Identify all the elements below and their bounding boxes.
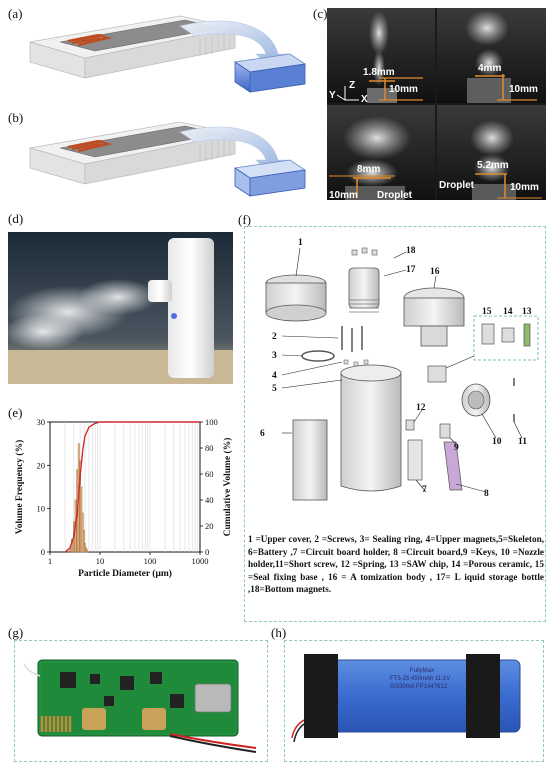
y2-tick-label: 20	[205, 521, 214, 531]
y-tick-label: 10	[37, 504, 46, 514]
c1-height-label: 10mm	[389, 84, 418, 95]
y-tick-label: 20	[37, 460, 46, 470]
y2-tick-label: 60	[205, 469, 214, 479]
y2-tick-label: 0	[205, 547, 209, 557]
x-tick-label: 1	[48, 556, 52, 566]
chart-plot-area	[49, 421, 201, 553]
part-number-18: 18	[406, 246, 416, 256]
x-tick-label: 100	[144, 556, 157, 566]
panel-h-battery: FullyMax FT3-25 450mAh 11.1V S/330mA FP1…	[291, 654, 521, 743]
part-number-2: 2	[272, 332, 277, 342]
c4-droplet-label: Droplet	[439, 180, 475, 191]
panel-f-exploded-view: 1 2 3 4 5 6 7 8 9 10 11 12 13 14 15 16 1…	[260, 238, 539, 501]
panel-g-circuit-board	[23, 659, 257, 753]
c4-height-label: 10mm	[510, 182, 539, 193]
panel-h-frame	[284, 640, 544, 762]
c3-droplet-label: Droplet	[377, 190, 413, 200]
panel-c-overlays: 1.8mm 10mm Z Y X 4mm 10mm 8mm 10mm Dropl…	[327, 8, 546, 201]
panel-label-b: (b)	[8, 110, 24, 125]
part-number-8: 8	[484, 489, 489, 499]
battery-line-1: FullyMax	[410, 668, 434, 674]
panel-g-frame	[14, 640, 268, 762]
c3-width-label: 8mm	[357, 164, 380, 175]
panel-b-illustration	[29, 121, 307, 197]
part-number-11: 11	[518, 437, 527, 447]
x-tick-label: 1000	[192, 556, 209, 566]
part-number-5: 5	[272, 384, 277, 394]
part-number-7: 7	[422, 485, 427, 495]
part-number-15: 15	[482, 307, 492, 317]
c2-width-label: 4mm	[478, 63, 501, 74]
axis-x-label: X	[361, 94, 368, 105]
part-number-14: 14	[503, 307, 513, 317]
histogram-bar	[82, 530, 85, 553]
x-tick-label: 10	[96, 556, 105, 566]
part-number-3: 3	[272, 351, 277, 361]
panel-label-c: (c)	[313, 6, 328, 21]
histogram-bar	[86, 549, 88, 553]
part-number-13: 13	[522, 307, 532, 317]
panel-f-frame	[244, 226, 546, 622]
part-number-4: 4	[272, 371, 277, 381]
y2-tick-label: 100	[205, 417, 218, 427]
x-axis-label: Particle Diameter (μm)	[78, 568, 172, 579]
panel-label-e: (e)	[8, 405, 23, 420]
cumulative-curve	[64, 421, 200, 553]
particle-size-chart: 0 10 20 30 0 20 40 60 80 100 1 10 100 1000 Particle…	[14, 417, 233, 579]
y2-tick-label: 80	[205, 443, 214, 453]
part-number-12: 12	[416, 403, 426, 413]
part-number-6: 6	[260, 429, 265, 439]
battery-line-3: S/330mA FP1447612	[390, 684, 448, 690]
part-number-16: 16	[430, 267, 440, 277]
y2-axis-label: Cumulative Volume (%)	[222, 438, 233, 537]
c2-height-label: 10mm	[509, 84, 538, 95]
panel-label-d: (d)	[8, 211, 24, 226]
axis-z-label: Z	[349, 80, 355, 91]
c4-width-label: 5.2mm	[477, 160, 509, 171]
panel-f-legend: 1 =Upper cover, 2 =Screws, 3= Sealing ri…	[248, 534, 544, 595]
panel-label-g: (g)	[8, 625, 24, 640]
panel-a-illustration	[29, 15, 307, 93]
y-tick-label: 0	[41, 547, 45, 557]
part-number-10: 10	[492, 437, 502, 447]
c3-height-label: 10mm	[329, 190, 358, 200]
panel-label-a: (a)	[8, 6, 23, 21]
part-number-17: 17	[406, 265, 416, 275]
axis-y-label: Y	[329, 90, 336, 101]
y-axis-label: Volume Frequency (%)	[14, 440, 25, 534]
part-number-1: 1	[298, 238, 303, 248]
panel-label-h: (h)	[271, 625, 287, 640]
panel-label-f: (f)	[238, 212, 251, 227]
part-number-9: 9	[454, 443, 459, 453]
c1-width-label: 1.8mm	[363, 67, 395, 78]
panel-d-photo	[3, 232, 233, 384]
y-tick-label: 30	[37, 417, 46, 427]
battery-line-2: FT3-25 450mAh 11.1V	[390, 676, 450, 682]
panel-c-photo-grid: 1.8mm 10mm Z Y X 4mm 10mm 8mm 10mm Dropl…	[327, 8, 546, 201]
y2-tick-label: 40	[205, 495, 214, 505]
